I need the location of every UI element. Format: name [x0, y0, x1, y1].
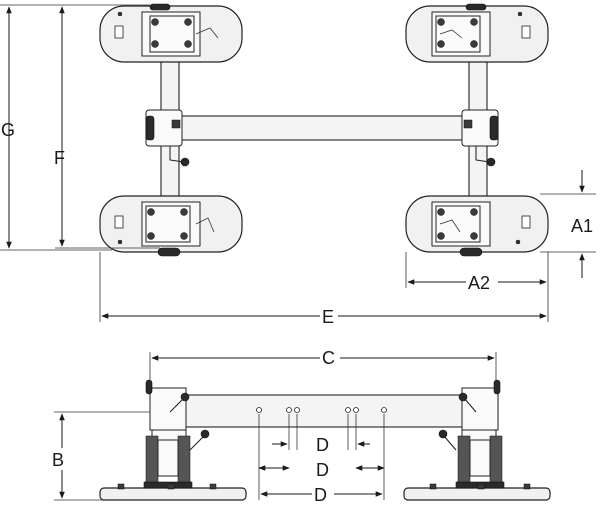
dimension-label-a2: A2 — [468, 273, 490, 293]
vacuum-pad-top-left — [99, 3, 243, 63]
vacuum-pad-top-right — [405, 3, 549, 63]
vacuum-pad-bottom-right — [405, 195, 549, 257]
side-left-head — [99, 379, 247, 501]
dimension-label-d-upper: D — [316, 435, 329, 455]
dimension-label-g: G — [1, 120, 15, 140]
vacuum-pad-bottom-left — [99, 195, 243, 257]
dimension-label-d-lower: D — [314, 485, 327, 505]
cross-beam — [145, 115, 499, 141]
right-clamp-knob — [489, 115, 499, 141]
side-right-head — [403, 379, 551, 501]
top-view: G F A1 A2 E — [0, 3, 596, 327]
side-main-beam — [151, 394, 499, 428]
dimension-label-b: B — [52, 450, 64, 470]
left-clamp-handle — [169, 146, 185, 163]
dimension-label-c: C — [322, 348, 335, 368]
dimension-label-d-middle: D — [316, 460, 329, 480]
dimension-label-f: F — [54, 148, 65, 168]
side-view: C B D D D — [50, 346, 551, 506]
left-clamp-knob — [145, 115, 155, 141]
dimension-label-a1: A1 — [571, 216, 593, 236]
dimension-label-e: E — [322, 307, 334, 327]
right-clamp-handle — [475, 146, 491, 163]
